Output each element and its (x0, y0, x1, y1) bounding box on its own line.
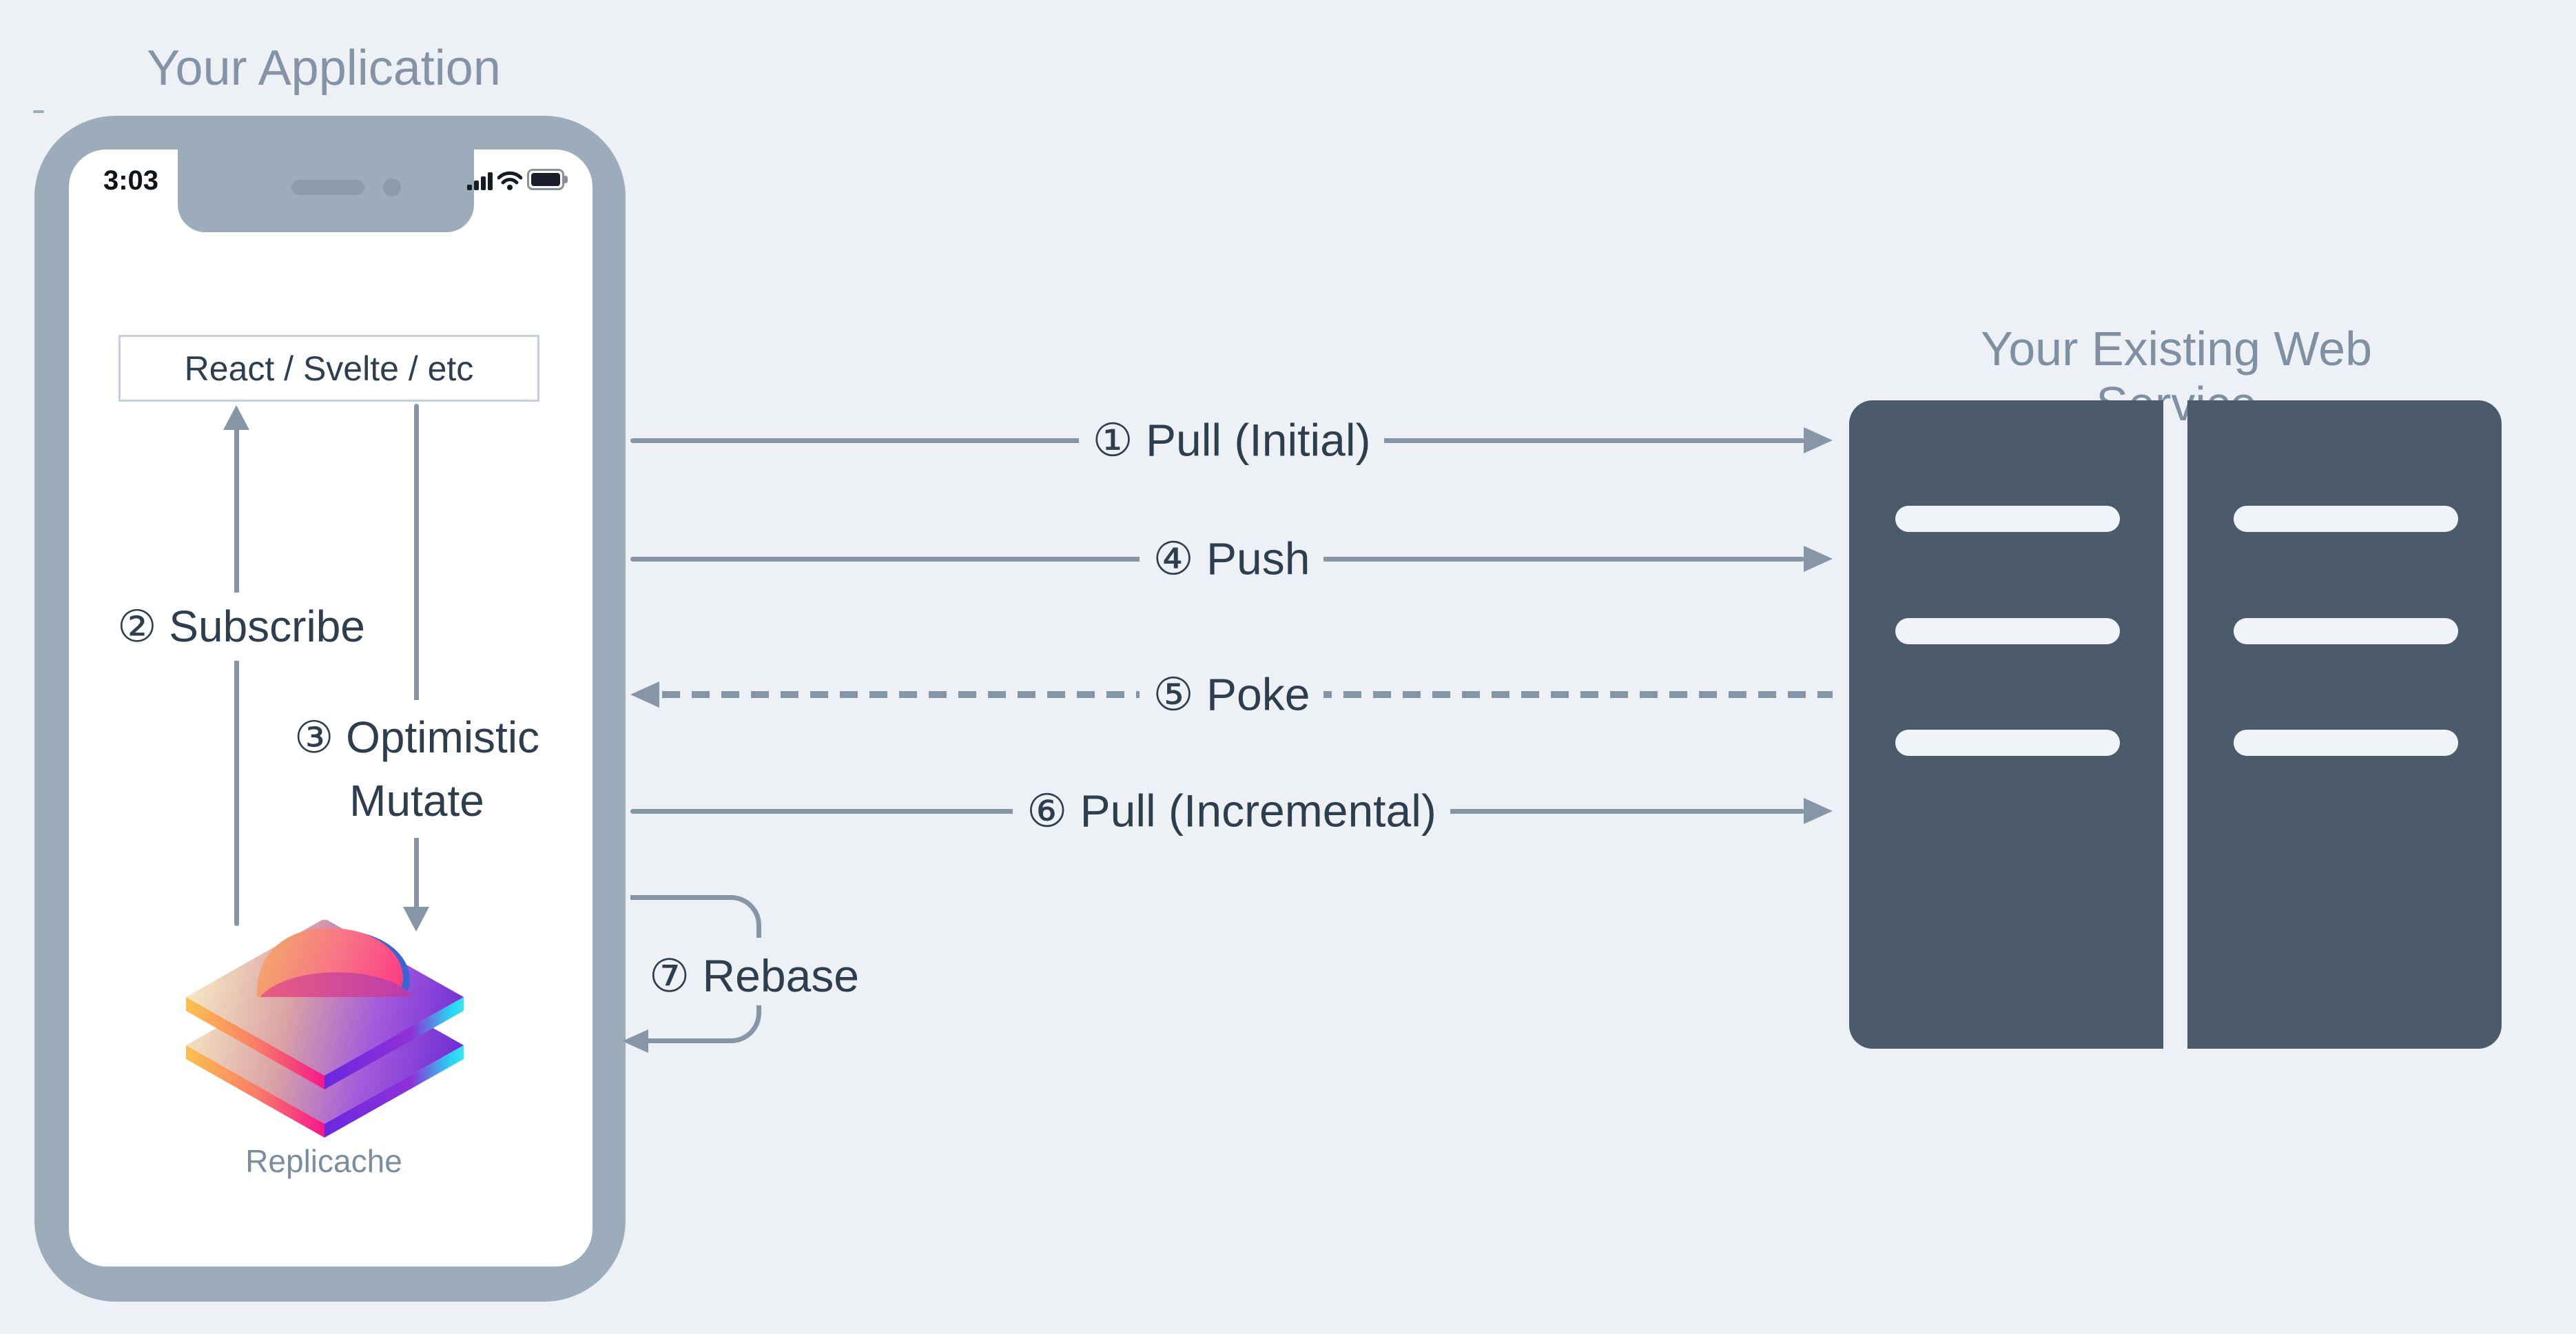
flow-label-pull-initial: ① Pull (Initial) (1078, 413, 1385, 467)
server-slot (2234, 618, 2458, 644)
speaker-icon (291, 180, 364, 195)
server-left (1849, 400, 2163, 1049)
rebase-loop-bottom (630, 1000, 761, 1043)
optimistic-mutate-label-line2: Mutate (349, 776, 484, 825)
replicache-caption: Replicache (245, 1143, 402, 1179)
flow-label-poke: ⑤ Poke (1139, 668, 1324, 721)
server-slot (1895, 618, 2120, 644)
arrowhead-right-icon (1804, 798, 1833, 824)
phone-notch (178, 150, 474, 232)
framework-box: React / Svelte / etc (119, 335, 539, 402)
arrowhead-right-icon (1804, 546, 1833, 572)
rebase-arrowhead-icon (622, 1029, 648, 1053)
subscribe-label: ② Subscribe (83, 593, 400, 661)
battery-icon (527, 169, 568, 190)
rebase-label: ⑦ Rebase (649, 947, 872, 1005)
subscribe-arrow-line (234, 415, 239, 926)
server-slot (2234, 730, 2458, 756)
app-title: Your Application (147, 41, 501, 96)
optimistic-mutate-label: ③ Optimistic Mutate (265, 700, 568, 838)
server-right (2187, 400, 2502, 1049)
flow-label-pull-incremental: ⑥ Pull (Incremental) (1013, 784, 1450, 838)
optimistic-mutate-arrow-line (414, 404, 419, 910)
status-icons (467, 169, 570, 190)
arrowhead-left-icon (630, 681, 659, 708)
subscribe-arrowhead-icon (223, 405, 249, 430)
flow-label-push: ④ Push (1139, 532, 1324, 586)
server-slot (1895, 730, 2120, 756)
optimistic-mutate-label-line1: ③ Optimistic (293, 712, 540, 762)
signal-icon (467, 171, 493, 190)
server-slot (1895, 506, 2120, 532)
arrowhead-right-icon (1804, 427, 1833, 453)
decorative-dash (33, 110, 44, 113)
replicache-logo-icon (186, 920, 464, 1138)
rebase-loop-top (630, 895, 761, 938)
server-slot (2234, 506, 2458, 532)
wifi-icon (497, 171, 522, 190)
camera-icon (383, 178, 401, 196)
optimistic-mutate-arrowhead-icon (403, 907, 429, 932)
status-time: 3:03 (103, 165, 159, 196)
